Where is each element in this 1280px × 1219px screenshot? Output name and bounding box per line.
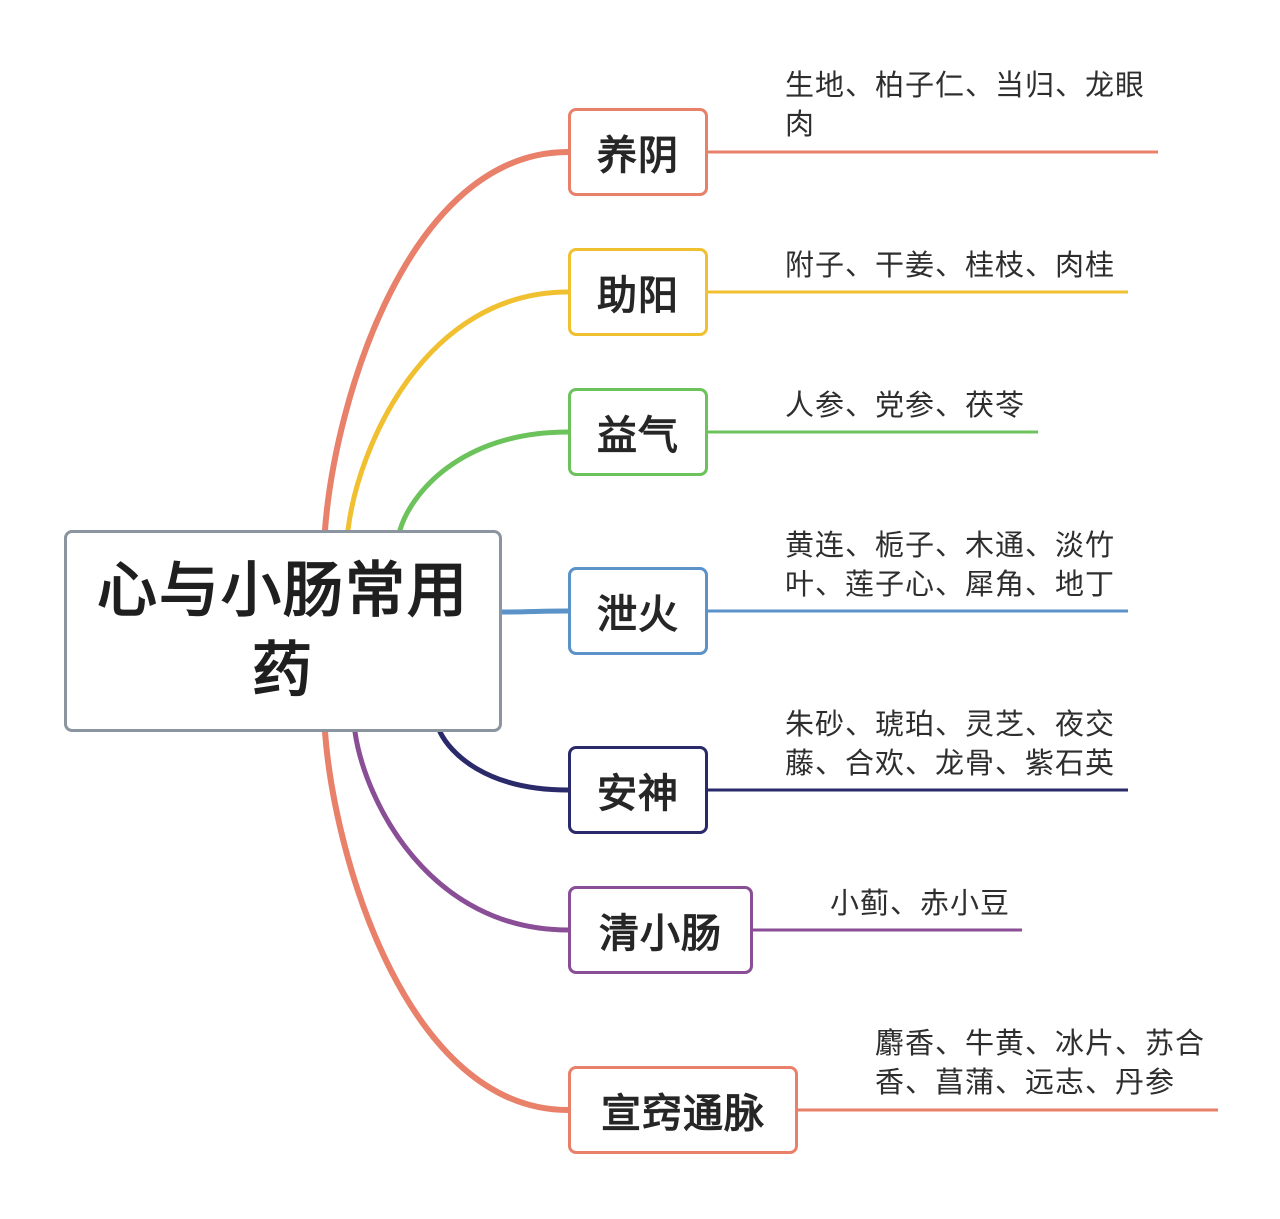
- connector-curve-anshen: [437, 729, 571, 793]
- branch-label: 宣窍通脉: [601, 1091, 765, 1137]
- branch-node-yangyin[interactable]: 养阴: [568, 108, 708, 196]
- branch-label: 清小肠: [599, 911, 722, 957]
- root-node[interactable]: 心与小肠常用药: [64, 530, 502, 732]
- leaf-text-zhuyang: 附子、干姜、桂枝、肉桂: [785, 248, 1116, 282]
- root-label: 心与小肠常用药: [97, 556, 469, 706]
- branch-node-xiehuo[interactable]: 泄火: [568, 567, 708, 655]
- connector-curve-xuanqiao: [322, 729, 571, 1113]
- leaf-text-xiehuo: 黄连、栀子、木通、淡竹叶、莲子心、犀角、地丁: [785, 528, 1116, 601]
- connector-curve-qingxiaochang: [352, 729, 571, 933]
- branch-node-xuanqiao[interactable]: 宣窍通脉: [568, 1066, 798, 1154]
- leaf-text-yangyin: 生地、柏子仁、当归、龙眼肉: [785, 68, 1146, 141]
- connector-curve-zhuyang: [345, 289, 571, 533]
- leaf-text-yiqi: 人参、党参、茯苓: [785, 388, 1026, 422]
- connector-curve-xiehuo: [499, 608, 571, 615]
- branch-label: 养阴: [597, 133, 679, 179]
- branch-label: 泄火: [597, 592, 679, 638]
- leaf-text-qingxiaochang: 小蓟、赤小豆: [830, 886, 1011, 920]
- connector-curve-yiqi: [397, 429, 571, 533]
- connector-curve-yangyin: [322, 149, 571, 533]
- leaf-text-anshen: 朱砂、琥珀、灵芝、夜交藤、合欢、龙骨、紫石英: [785, 707, 1116, 780]
- branch-node-zhuyang[interactable]: 助阳: [568, 248, 708, 336]
- branch-label: 助阳: [597, 273, 679, 319]
- leaf-text-xuanqiao: 麝香、牛黄、冰片、苏合香、菖蒲、远志、丹参: [875, 1026, 1206, 1099]
- branch-node-yiqi[interactable]: 益气: [568, 388, 708, 476]
- branch-label: 安神: [597, 771, 679, 817]
- branch-label: 益气: [597, 413, 679, 459]
- branch-node-qingxiaochang[interactable]: 清小肠: [568, 886, 753, 974]
- branch-node-anshen[interactable]: 安神: [568, 746, 708, 834]
